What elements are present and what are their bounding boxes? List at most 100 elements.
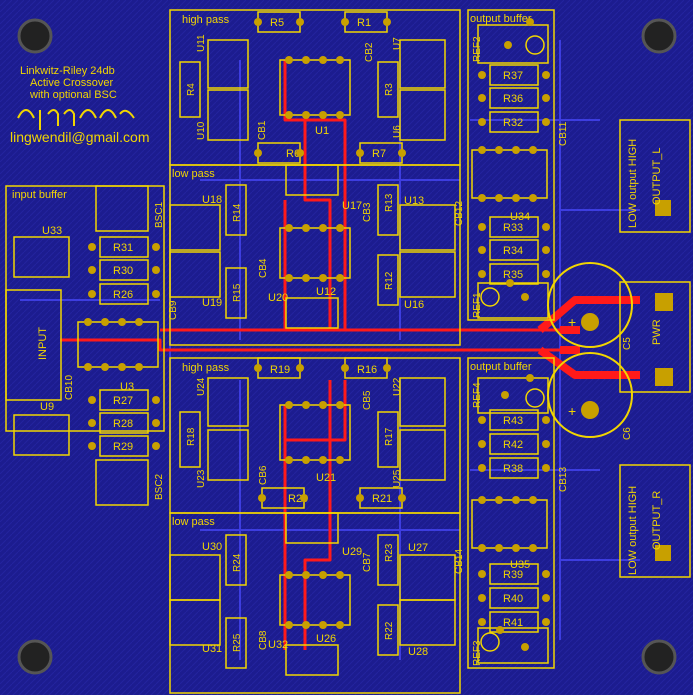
section-labels: input buffer high pass low pass high pas… — [12, 13, 532, 528]
pad — [300, 494, 308, 502]
des-r31: R31 — [113, 242, 133, 254]
label-high-pass-bottom: high pass — [182, 362, 230, 374]
des-r21: R21 — [372, 493, 392, 505]
des-r39: R39 — [503, 569, 523, 581]
label-output-buffer-bottom: output buffer — [470, 361, 532, 373]
pad — [521, 293, 529, 301]
pad — [495, 146, 503, 154]
pad — [542, 570, 550, 578]
pad — [542, 94, 550, 102]
des-u35: U35 — [510, 559, 530, 571]
pad — [478, 146, 486, 154]
pad — [296, 364, 304, 372]
pad — [88, 243, 96, 251]
pad — [336, 401, 344, 409]
pad — [478, 544, 486, 552]
pad — [512, 496, 520, 504]
pad — [526, 18, 534, 26]
pad — [542, 594, 550, 602]
pad — [526, 374, 534, 382]
pad — [495, 544, 503, 552]
pad — [336, 56, 344, 64]
des-r28: R28 — [113, 418, 133, 430]
pad — [542, 71, 550, 79]
label-input-buffer: input buffer — [12, 189, 67, 201]
pad — [118, 318, 126, 326]
des-r3: R3 — [384, 83, 395, 96]
pad — [478, 440, 486, 448]
pad — [529, 496, 537, 504]
pad — [285, 111, 293, 119]
pad — [258, 494, 266, 502]
title-line2: Active Crossover — [30, 77, 113, 89]
des-u9: U9 — [40, 401, 54, 413]
des-cb2: CB2 — [364, 42, 375, 62]
pad — [478, 194, 486, 202]
pad — [88, 442, 96, 450]
pad — [478, 246, 486, 254]
pad — [135, 363, 143, 371]
des-c5: C5 — [622, 337, 633, 350]
pad — [478, 570, 486, 578]
pad — [478, 71, 486, 79]
pad — [302, 621, 310, 629]
des-cb9: CB9 — [168, 300, 179, 320]
des-bsc1: BSC1 — [154, 201, 165, 228]
des-u3: U3 — [120, 381, 134, 393]
des-u20: U20 — [268, 292, 288, 304]
des-u27: U27 — [408, 542, 428, 554]
des-r14: R14 — [232, 203, 243, 222]
pad — [383, 18, 391, 26]
pad — [319, 571, 327, 579]
des-r22: R22 — [384, 621, 395, 640]
pad — [302, 401, 310, 409]
pad — [319, 621, 327, 629]
pad — [542, 118, 550, 126]
des-r30: R30 — [113, 265, 133, 277]
des-u28: U28 — [408, 646, 428, 658]
des-cb3: CB3 — [362, 202, 373, 222]
pad — [101, 318, 109, 326]
pad — [319, 56, 327, 64]
des-cb1: CB1 — [257, 120, 268, 140]
des-r4: R4 — [186, 83, 197, 96]
pad — [478, 464, 486, 472]
des-cb13: CB13 — [558, 467, 569, 492]
des-ref3: REF3 — [472, 640, 483, 666]
connector-labels: INPUT PWR OUTPUT_L OUTPUT_R LOW output H… — [37, 139, 663, 575]
label-output-l: OUTPUT_L — [651, 148, 663, 205]
author-email: lingwendil@gmail.com — [10, 129, 150, 145]
input-connector — [5, 289, 62, 401]
output-l-connector — [619, 119, 691, 233]
svg-text:+: + — [568, 314, 576, 330]
pad — [152, 266, 160, 274]
pad — [336, 621, 344, 629]
pad — [512, 146, 520, 154]
des-cb10: CB10 — [64, 375, 75, 400]
des-r5: R5 — [270, 17, 284, 29]
pad — [296, 149, 304, 157]
designators: R5 R1 R6 R7 U1 U12 U13 U16 U17 U18 U19 U… — [40, 17, 530, 658]
des-r1: R1 — [357, 17, 371, 29]
des-cb12: CB12 — [454, 201, 465, 226]
pads — [84, 18, 550, 651]
pad — [319, 111, 327, 119]
pad — [542, 223, 550, 231]
label-output-r: OUTPUT_R — [651, 491, 663, 550]
des-r19: R19 — [270, 364, 290, 376]
label-low-output-high-1: LOW output HIGH — [627, 139, 639, 228]
pad — [285, 456, 293, 464]
pad — [88, 419, 96, 427]
des-u17: U17 — [342, 200, 362, 212]
des-cb4: CB4 — [258, 258, 269, 278]
pad — [302, 571, 310, 579]
title-line1: Linkwitz-Riley 24db — [20, 65, 115, 77]
label-output-buffer-top: output buffer — [470, 13, 532, 25]
pad — [285, 56, 293, 64]
title-line3: with optional BSC — [29, 89, 117, 101]
des-r12: R12 — [384, 271, 395, 290]
des-u23: U23 — [196, 469, 207, 488]
label-low-pass-top: low pass — [172, 168, 215, 180]
pad — [336, 456, 344, 464]
